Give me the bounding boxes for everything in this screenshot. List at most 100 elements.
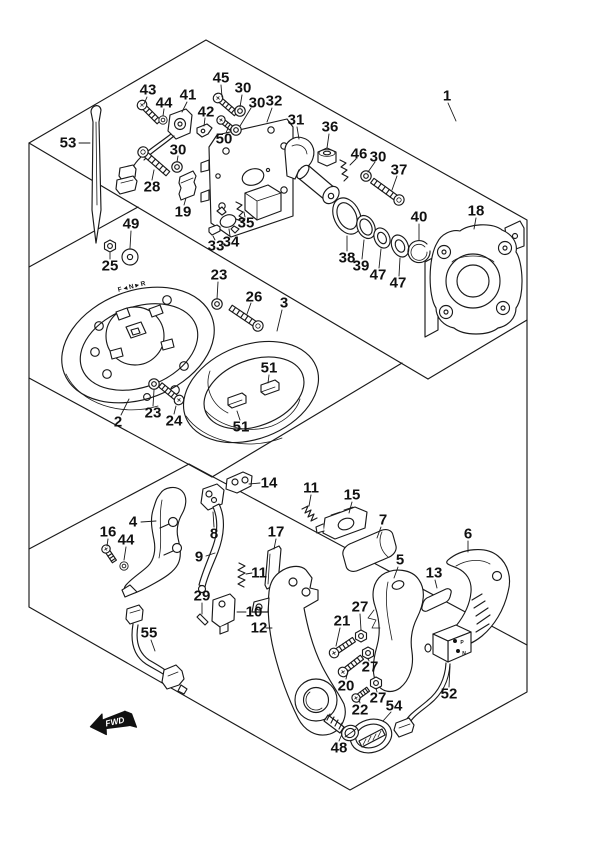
part-27-nut-c [369,676,383,690]
leader-line [239,107,252,127]
part-number-label: 40 [411,209,428,226]
leader-line [120,398,130,416]
part-number-label: 29 [194,588,211,605]
part-number-label: 30 [170,142,187,159]
part-number-label: 11 [303,480,319,497]
leader-line [173,405,177,415]
part-number-label: 5 [396,552,404,569]
leader-line [176,155,179,163]
part-number-label: 54 [386,698,403,715]
leader-lines [78,84,477,742]
part-34-detent [216,206,244,234]
leader-line [123,546,127,561]
part-15-switch-plate [315,506,368,540]
part-number-label: 27 [370,690,387,707]
part-number-label: 13 [426,565,443,582]
leader-line [151,169,155,181]
part-3-panel [182,340,320,445]
part-number-label: 38 [339,250,356,267]
part-27-nut-b [361,646,375,660]
part-7-roller [342,529,397,572]
part-number-label: 49 [123,216,140,233]
leader-line [375,687,378,693]
leader-line [225,127,229,134]
part-4-lever [121,486,187,598]
part-37-bolt [368,175,407,208]
leader-line [326,133,330,149]
part-number-label: 51 [233,419,250,436]
part-30-washer-d [360,170,372,182]
part-44-washer-b [119,561,129,571]
part-53-cable-tie [90,105,102,244]
part-number-label: 27 [362,659,379,676]
part-number-label: 10 [246,604,263,621]
part-number-label: 17 [268,524,285,541]
leader-line [246,302,252,315]
part-number-label: 48 [331,740,348,757]
part-number-label: 8 [210,526,218,543]
leader-line [140,520,157,523]
part-number-label: 27 [352,599,369,616]
part-number-label: 32 [266,93,283,110]
part-11-spring-a [301,505,318,522]
switch-marking-n: N [462,651,466,657]
part-number-label: 22 [352,702,369,719]
part-number-label: 15 [344,487,361,504]
leader-line [367,161,376,173]
leader-line [348,501,353,514]
part-number-label: 2 [114,414,122,431]
part-number-label: 45 [213,70,230,87]
leader-line [129,230,132,249]
part-51-pad-b [227,392,247,409]
leader-line [391,175,398,191]
part-number-label: 23 [211,267,228,284]
leader-line [236,410,241,421]
part-number-label: 46 [351,146,368,163]
part-25-nut [103,239,117,253]
leader-line [183,197,187,206]
part-49-washer-disc [121,248,139,266]
leader-line [152,389,155,407]
part-number-label: 55 [141,625,158,642]
leader-line [382,711,392,722]
part-30-washer-c [171,161,183,173]
leader-line [473,217,477,230]
switch-marking-p: P [460,640,464,646]
part-number-label: 51 [261,360,278,377]
part-14-bracket [225,471,253,494]
leader-line [143,96,148,105]
leader-line [361,239,365,260]
part-number-label: 14 [261,475,278,492]
leader-line [335,627,341,647]
part-number-label: 47 [370,267,387,284]
leader-line [308,494,312,507]
fwd-label: FWD [104,715,125,729]
part-35-spring [235,201,246,223]
leader-line [276,309,283,332]
part-39-ring [356,214,376,240]
leader-line [162,108,165,117]
part-40-snap-ring [407,240,431,264]
leader-line [181,101,188,113]
part-38-ring [332,197,362,235]
leader-line [267,374,270,384]
part-54-bezel [349,718,393,754]
leader-line [349,158,357,166]
part-46-spring [339,159,349,182]
part-number-label: 30 [249,95,266,112]
leader-line [245,572,253,575]
part-number-label: 30 [370,149,387,166]
part-number-label: 47 [390,275,407,292]
part-number-label: 24 [166,413,183,430]
leader-line [376,526,382,539]
leader-line [266,107,273,123]
part-23-washer-a [211,298,223,310]
part-number-label: 41 [180,87,197,104]
part-55-cable [125,604,188,695]
part-9-rod [197,503,224,594]
leader-line [228,228,231,237]
part-number-label: 7 [379,512,387,529]
leader-line [296,126,300,140]
